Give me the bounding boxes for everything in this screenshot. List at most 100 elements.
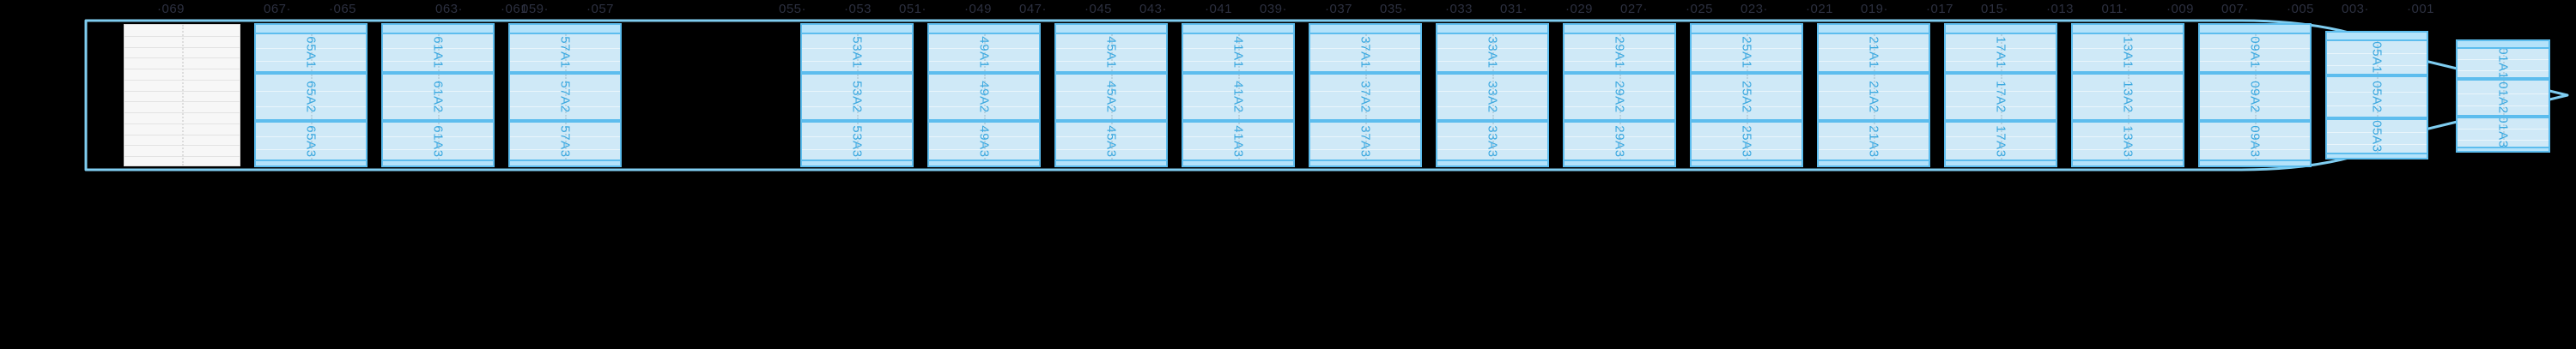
container-row-divider — [383, 149, 493, 151]
cargo-tier-45A3[interactable]: 45A3 — [1056, 121, 1166, 162]
tier-label: 01A2 — [2495, 81, 2511, 114]
container-row-divider — [2458, 69, 2549, 71]
cargo-tier-13A3[interactable]: 13A3 — [2073, 121, 2183, 162]
cargo-tier-29A2[interactable]: 29A2 — [1564, 73, 1674, 121]
cargo-tier-17A3[interactable]: 17A3 — [1946, 121, 2056, 162]
cargo-tier-33A2[interactable]: 33A2 — [1437, 73, 1547, 121]
cargo-tier-53A2[interactable]: 53A2 — [802, 73, 912, 121]
tier-centerline — [1874, 33, 1875, 71]
container-row-divider — [929, 149, 1039, 151]
cargo-tier-13A2[interactable]: 13A2 — [2073, 73, 2183, 121]
cargo-tier-65A2[interactable]: 65A2 — [256, 73, 366, 121]
tier-centerline — [2001, 123, 2002, 160]
cargo-tier-05A1[interactable]: 05A1 — [2327, 39, 2427, 75]
cargo-tier-61A3[interactable]: 61A3 — [383, 121, 493, 162]
cargo-tier-33A3[interactable]: 33A3 — [1437, 121, 1547, 162]
cargo-tier-33A1[interactable]: 33A1 — [1437, 32, 1547, 73]
cargo-tier-17A1[interactable]: 17A1 — [1946, 32, 2056, 73]
bay-tick-061: ·061 — [500, 2, 529, 16]
tier-label: 25A3 — [1739, 124, 1754, 158]
machinery-space[interactable] — [124, 24, 240, 166]
cargo-tier-61A1[interactable]: 61A1 — [383, 32, 493, 73]
cargo-tier-21A2[interactable]: 21A2 — [1819, 73, 1929, 121]
cargo-tier-29A3[interactable]: 29A3 — [1564, 121, 1674, 162]
cargo-block-01A[interactable]: 01A1 01A2 01A3 — [2456, 39, 2550, 153]
bay-tick-003: 003· — [2341, 2, 2370, 16]
bay-tick-049: ·049 — [963, 2, 993, 16]
cargo-tier-09A1[interactable]: 09A1 — [2200, 32, 2310, 73]
cargo-tier-53A3[interactable]: 53A3 — [802, 121, 912, 162]
tier-centerline — [1619, 33, 1621, 71]
bay-tick-017: ·017 — [1925, 2, 1954, 16]
cargo-tier-49A3[interactable]: 49A3 — [929, 121, 1039, 162]
tier-centerline — [857, 33, 859, 71]
cargo-tier-05A3[interactable]: 05A3 — [2327, 118, 2427, 154]
container-row-divider — [802, 106, 912, 108]
cargo-tier-01A2[interactable]: 01A2 — [2458, 79, 2549, 117]
cargo-tier-09A2[interactable]: 09A2 — [2200, 73, 2310, 121]
tier-centerline — [438, 123, 440, 160]
cargo-tier-53A1[interactable]: 53A1 — [802, 32, 912, 73]
cargo-tier-25A2[interactable]: 25A2 — [1692, 73, 1801, 121]
cargo-tier-41A1[interactable]: 41A1 — [1183, 32, 1293, 73]
tier-centerline — [1747, 75, 1748, 119]
cargo-tier-25A3[interactable]: 25A3 — [1692, 121, 1801, 162]
cargo-tier-29A1[interactable]: 29A1 — [1564, 32, 1674, 73]
container-row-divider — [929, 47, 1039, 49]
cargo-tier-41A2[interactable]: 41A2 — [1183, 73, 1293, 121]
bay-tick-019: 019· — [1860, 2, 1889, 16]
tier-label: 09A1 — [2247, 36, 2263, 69]
tier-centerline — [1492, 33, 1494, 71]
container-row-divider — [1819, 90, 1929, 92]
cargo-tier-21A1[interactable]: 21A1 — [1819, 32, 1929, 73]
container-row-divider — [1946, 149, 2056, 151]
cargo-tier-61A2[interactable]: 61A2 — [383, 73, 493, 121]
bay-tick-053: ·053 — [843, 2, 872, 16]
cargo-tier-65A1[interactable]: 65A1 — [256, 32, 366, 73]
cargo-tier-57A2[interactable]: 57A2 — [510, 73, 620, 121]
cargo-tier-65A3[interactable]: 65A3 — [256, 121, 366, 162]
bay-tick-035: 035· — [1379, 2, 1408, 16]
cargo-tier-57A1[interactable]: 57A1 — [510, 32, 620, 73]
cargo-tier-41A3[interactable]: 41A3 — [1183, 121, 1293, 162]
cargo-tier-13A1[interactable]: 13A1 — [2073, 32, 2183, 73]
container-row-divider — [1946, 61, 2056, 63]
cargo-tier-49A2[interactable]: 49A2 — [929, 73, 1039, 121]
container-row-divider — [1183, 61, 1293, 63]
cargo-tier-21A3[interactable]: 21A3 — [1819, 121, 1929, 162]
cargo-tier-37A2[interactable]: 37A2 — [1310, 73, 1420, 121]
cargo-tier-01A1[interactable]: 01A1 — [2458, 47, 2549, 79]
bay-tick-001: ·001 — [2406, 2, 2435, 16]
cargo-tier-49A1[interactable]: 49A1 — [929, 32, 1039, 73]
cargo-tier-05A2[interactable]: 05A2 — [2327, 75, 2427, 118]
cargo-tier-09A3[interactable]: 09A3 — [2200, 121, 2310, 162]
container-row-divider — [1183, 47, 1293, 49]
tier-centerline — [2128, 75, 2129, 119]
cargo-tier-45A1[interactable]: 45A1 — [1056, 32, 1166, 73]
cargo-tier-17A2[interactable]: 17A2 — [1946, 73, 2056, 121]
cargo-tier-01A3[interactable]: 01A3 — [2458, 117, 2549, 148]
cargo-tier-57A3[interactable]: 57A3 — [510, 121, 620, 162]
cargo-tier-45A2[interactable]: 45A2 — [1056, 73, 1166, 121]
cargo-tier-37A3[interactable]: 37A3 — [1310, 121, 1420, 162]
cargo-tier-25A1[interactable]: 25A1 — [1692, 32, 1801, 73]
cargo-tier-37A1[interactable]: 37A1 — [1310, 32, 1420, 73]
container-row-divider — [2327, 105, 2427, 107]
container-row-divider — [2200, 149, 2310, 151]
